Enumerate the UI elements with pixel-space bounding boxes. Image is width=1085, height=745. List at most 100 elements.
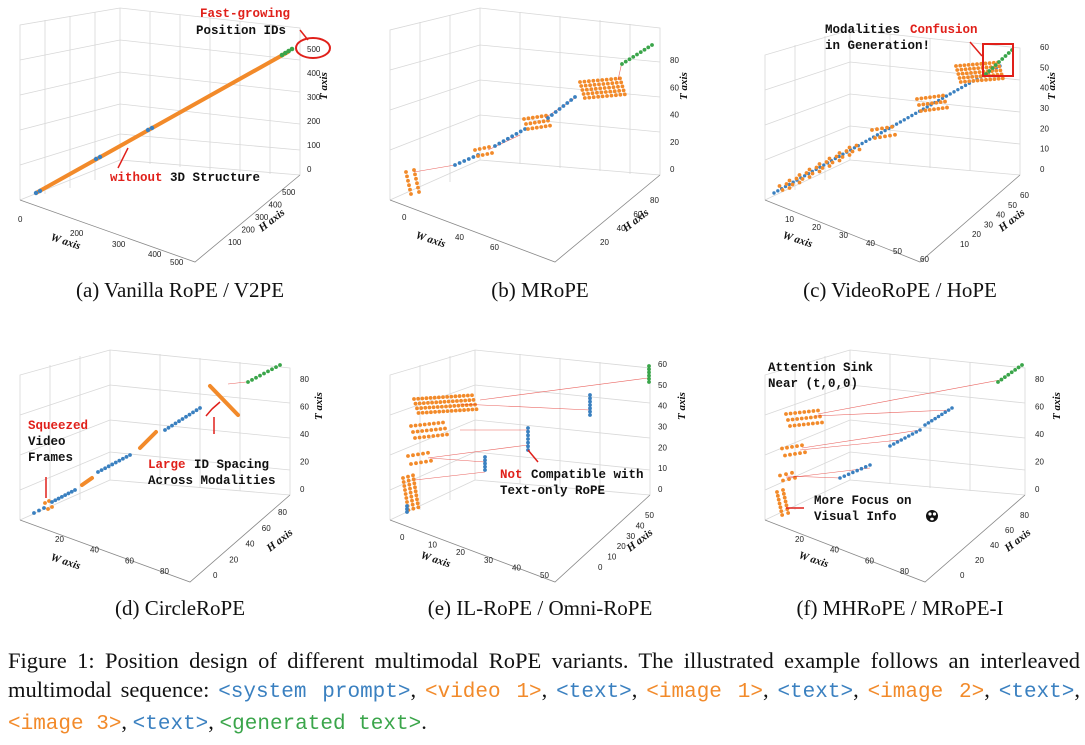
tick-label: 0 (598, 563, 603, 572)
image-block (601, 82, 606, 86)
image-block (458, 408, 462, 413)
video-block (786, 511, 791, 515)
tick-label: 60 (300, 403, 309, 412)
panel-f-ann2-black-b: Visual Info (814, 510, 897, 524)
image-block (975, 62, 979, 67)
video-block (402, 484, 407, 488)
tick-label: 20 (1035, 458, 1044, 467)
generated-token (258, 373, 262, 378)
text-token (943, 410, 948, 415)
generated-token (1006, 51, 1011, 55)
text-token (868, 137, 872, 141)
text-token (37, 508, 41, 513)
generated-token (647, 380, 651, 384)
panel-a-frame (19, 174, 301, 263)
image-block (435, 405, 440, 409)
tick-label: 60 (658, 360, 667, 369)
text-token (163, 428, 167, 432)
image-block (612, 89, 617, 94)
image-block (424, 396, 429, 401)
video-block (412, 481, 417, 486)
caption-separator: , (853, 677, 868, 702)
image-block (614, 93, 618, 98)
panel-b-w-axis-label: W axis (414, 229, 447, 250)
tick-label: 10 (428, 541, 437, 550)
image-block (421, 401, 426, 406)
video-frame (797, 180, 802, 185)
tick-label: 100 (307, 141, 321, 150)
tick-label: 50 (540, 571, 549, 580)
text-token (514, 131, 519, 136)
tick-label: 500 (282, 188, 296, 197)
image-block (959, 67, 964, 72)
video-frame (830, 160, 835, 165)
text-token (493, 144, 497, 148)
generated-token (620, 62, 624, 66)
image-block (473, 148, 477, 152)
tick-label: 10 (960, 240, 969, 249)
image-block (450, 399, 455, 404)
image-block (888, 133, 892, 138)
tick-label: 400 (307, 69, 321, 78)
text-token (868, 463, 872, 467)
text-token (557, 107, 562, 111)
sequence-line (34, 50, 290, 195)
image-block (974, 74, 979, 79)
image-block (815, 421, 820, 425)
image-block (938, 100, 943, 105)
connector-line (459, 403, 591, 411)
image-block (966, 75, 970, 80)
image-block (614, 80, 619, 85)
panel-c-ann2-black: in Generation! (825, 39, 930, 53)
text-token (588, 399, 592, 404)
tick-label: 30 (626, 532, 635, 541)
text-token (166, 425, 171, 430)
image-block (930, 101, 934, 106)
tick-label: 80 (900, 567, 909, 576)
generated-token (647, 373, 651, 378)
caption-token: <image 1> (646, 681, 763, 704)
image-block (958, 80, 963, 84)
connector-line (814, 409, 951, 417)
video-block (779, 509, 784, 514)
image-block (967, 67, 972, 71)
image-block (591, 95, 596, 100)
image-block (820, 420, 824, 425)
video-frame (784, 182, 789, 186)
image-block (798, 451, 802, 455)
image-block (587, 95, 592, 100)
panel-e-ann1-black-b: Text-only RoPE (500, 484, 605, 498)
tick-label: 20 (617, 542, 626, 551)
image-block (424, 428, 429, 433)
text-token (124, 454, 129, 459)
image-block (431, 434, 436, 438)
tick-label: 80 (650, 196, 659, 205)
tick-label: 0 (300, 485, 305, 494)
image-block (583, 83, 588, 88)
video-block (406, 478, 411, 483)
image-block (526, 127, 530, 131)
image-block (961, 75, 966, 80)
tick-label: 30 (658, 423, 667, 432)
text-token (483, 468, 487, 472)
video-frame (840, 155, 845, 159)
tick-label: 50 (658, 381, 667, 390)
text-token (483, 458, 487, 463)
image-block (582, 96, 587, 100)
panel-c-ann1-red: Confusion (910, 23, 978, 37)
caption-token: <video 1> (424, 681, 542, 704)
image-block (446, 399, 451, 404)
image-block (988, 77, 993, 82)
image-block (414, 461, 418, 466)
connector-line (817, 379, 1001, 415)
image-block (600, 78, 605, 82)
generated-token (1000, 57, 1005, 61)
image-block (997, 64, 1002, 69)
tick-label: 20 (1040, 124, 1049, 133)
tick-label: 200 (242, 226, 256, 235)
caption-token: <system prompt> (218, 681, 411, 704)
text-token (963, 83, 968, 88)
